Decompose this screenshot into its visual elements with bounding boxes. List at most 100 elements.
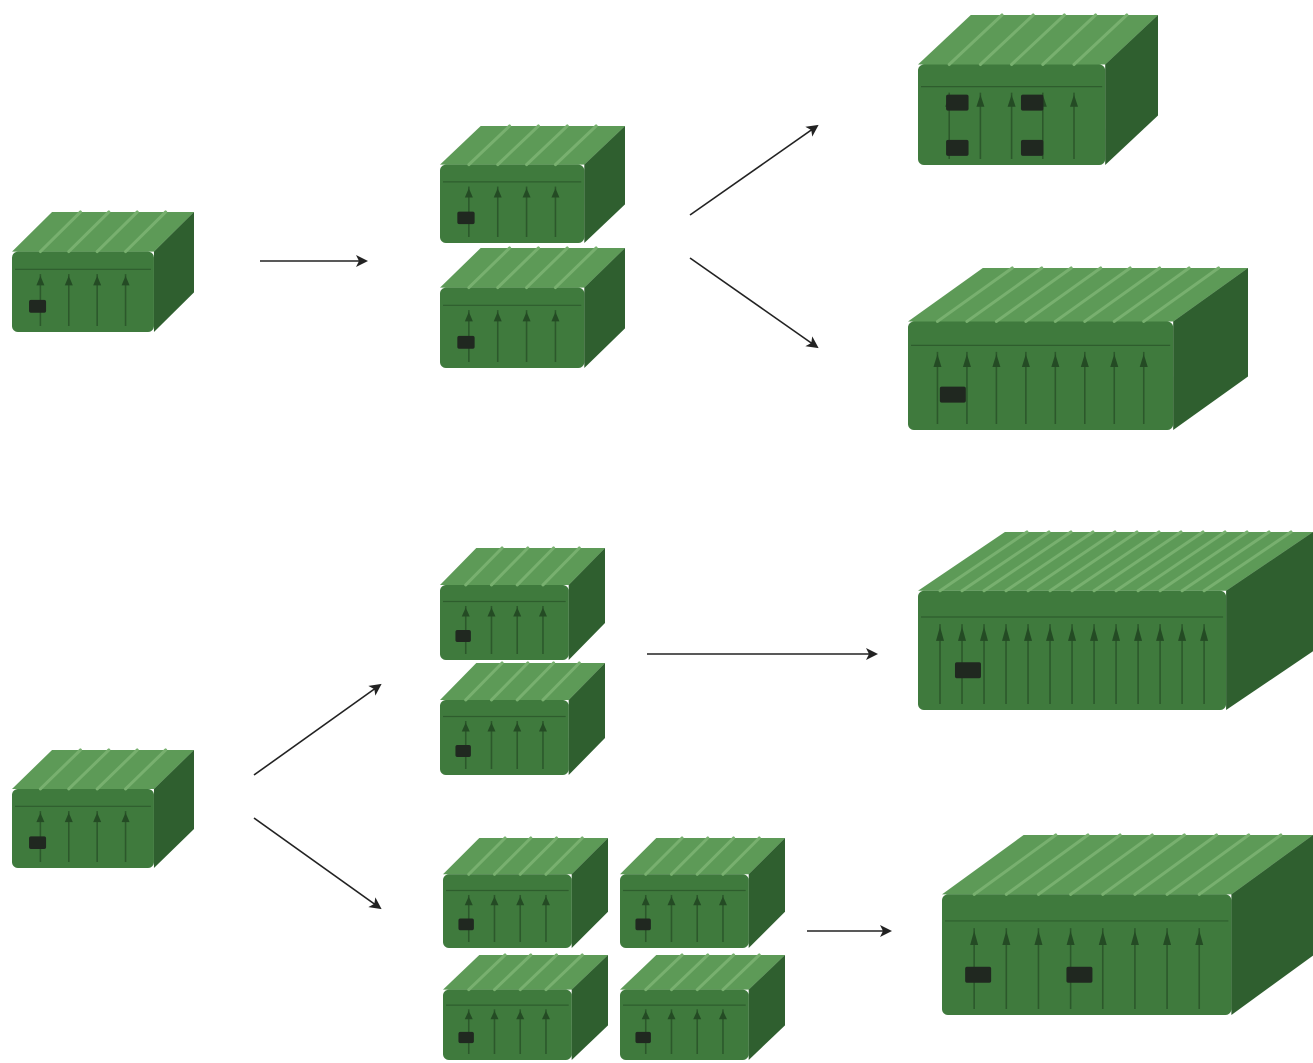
case-pair-top-b-latch xyxy=(464,311,473,322)
case-quad-c-handle xyxy=(458,1031,474,1044)
case-single-bottom-left-latch xyxy=(121,812,130,823)
case-single-top-left-handle xyxy=(29,299,47,313)
case-stacked-double-top-rib xyxy=(1010,13,1066,66)
case-long-double-top-rib xyxy=(1112,266,1191,323)
case-single-top-left-side-face xyxy=(153,212,194,332)
case-single-top-left-top-rib xyxy=(95,210,139,254)
case-quad-d-latch xyxy=(667,1010,676,1020)
case-pair-top-a-latch xyxy=(522,188,531,198)
case-quad-d-latch xyxy=(693,1010,702,1020)
case-quad-b xyxy=(620,836,785,948)
case-single-bottom-left-latch xyxy=(93,812,102,823)
case-quad-a-latch xyxy=(490,896,499,906)
case-large-block-top-rib xyxy=(1036,833,1122,896)
case-large-block-top-rib xyxy=(1069,833,1154,896)
arrow-pair-to-stacked xyxy=(689,124,819,216)
case-pair-top-b-handle xyxy=(457,335,475,349)
case-very-long-top-rib xyxy=(1180,530,1271,593)
case-large-block-top-rib xyxy=(972,833,1058,896)
case-long-double-latch xyxy=(1110,354,1119,368)
case-pair-bottom-a-latch xyxy=(513,607,522,617)
case-pair-top-b-front-face xyxy=(440,287,585,368)
case-quad-b-top-face xyxy=(620,838,785,875)
case-quad-d-top-rib xyxy=(695,953,736,992)
case-quad-a-top-rib xyxy=(467,836,507,876)
case-pair-top-b-top-rib xyxy=(496,246,540,290)
case-quad-c-top-rib xyxy=(518,953,559,992)
case-pair-bottom-a-handle xyxy=(455,629,471,642)
case-quad-b-side-face xyxy=(748,838,785,948)
case-single-top-left-top-rib xyxy=(38,210,82,254)
case-quad-a-latch xyxy=(541,896,550,906)
case-quad-a-latch xyxy=(464,896,473,906)
case-pair-top-a-handle xyxy=(457,211,475,225)
case-pair-top-a-latch xyxy=(493,188,502,198)
case-very-long-latch xyxy=(980,626,989,641)
case-single-bottom-left-top-rib xyxy=(67,748,111,791)
case-large-block-latch xyxy=(1034,930,1043,946)
case-pair-bottom-a-latch xyxy=(487,607,496,617)
case-pair-bottom-b-latch xyxy=(538,722,547,732)
case-pair-bottom-a xyxy=(440,546,605,660)
case-quad-c-top-rib xyxy=(492,953,533,992)
case-very-long-top-rib xyxy=(960,530,1051,593)
case-pair-top-a-latch xyxy=(464,188,473,198)
case-large-block-latch xyxy=(1130,930,1139,946)
case-pair-bottom-b-top-rib xyxy=(489,661,530,702)
case-quad-a-side-face xyxy=(571,838,608,948)
case-single-top-left-latch xyxy=(64,275,73,286)
case-pair-bottom-a-side-face xyxy=(568,548,605,660)
case-quad-d xyxy=(620,953,785,1060)
case-long-double-front-face xyxy=(908,321,1174,430)
case-stacked-double-handle xyxy=(1020,94,1044,111)
case-very-long-top-rib xyxy=(982,530,1073,593)
case-pair-bottom-b-handle xyxy=(455,744,471,757)
case-single-top-left-top-face xyxy=(12,212,194,252)
case-very-long-top-rib xyxy=(1136,530,1227,593)
case-pair-bottom-b-latch xyxy=(513,722,522,732)
case-very-long-top-rib xyxy=(1114,530,1205,593)
case-very-long-latch xyxy=(1002,626,1011,641)
case-large-block-front-face xyxy=(942,894,1232,1015)
case-pair-bottom-a-top-rib xyxy=(541,546,581,587)
case-pair-bottom-a-top-rib xyxy=(489,546,530,587)
case-long-double-handle xyxy=(939,386,966,403)
case-pair-top-b xyxy=(440,246,625,368)
case-long-double-top-rib xyxy=(965,266,1044,323)
case-stacked-double-top-rib xyxy=(947,13,1004,66)
case-pair-top-b-top-rib xyxy=(553,246,598,290)
case-quad-a-top-rib xyxy=(492,836,533,876)
case-quad-d-handle xyxy=(635,1031,651,1044)
case-pair-bottom-b-side-face xyxy=(568,663,605,775)
case-quad-d-top-face xyxy=(620,955,785,990)
case-quad-c-latch xyxy=(490,1010,499,1020)
case-large-block-top-rib xyxy=(1133,833,1219,896)
case-pair-bottom-b-top-rib xyxy=(541,661,581,702)
case-single-bottom-left-top-face xyxy=(12,750,194,789)
case-pair-bottom-b-latch xyxy=(487,722,496,732)
arrow-pair-to-long xyxy=(689,257,819,349)
case-very-long-top-rib xyxy=(1004,530,1095,593)
arrow-single-to-pair-bottom xyxy=(253,683,382,776)
case-stacked-double xyxy=(918,13,1158,165)
case-single-bottom-left-top-rib xyxy=(38,748,82,791)
case-single-top-left-latch xyxy=(93,275,102,286)
case-quad-c-front-face xyxy=(443,989,572,1060)
case-long-double-top-rib xyxy=(1024,266,1103,323)
case-pair-top-b-latch xyxy=(551,311,560,322)
case-quad-c-latch xyxy=(541,1010,550,1020)
case-quad-c-top-face xyxy=(443,955,608,990)
case-quad-d-top-rib xyxy=(669,953,710,992)
case-quad-b-top-rib xyxy=(695,836,736,876)
case-pair-top-a xyxy=(440,124,625,243)
case-very-long-top-rib xyxy=(1092,530,1183,593)
case-pair-bottom-a-top-rib xyxy=(464,546,504,587)
case-very-long-top-rib xyxy=(1202,530,1293,593)
case-stacked-double-side-face xyxy=(1105,15,1158,165)
case-large-block-side-face xyxy=(1231,835,1313,1015)
case-single-top-left-latch xyxy=(121,275,130,286)
case-quad-c-top-rib xyxy=(467,953,507,992)
case-stacked-double-top-rib xyxy=(1072,13,1129,66)
case-very-long-top-rib xyxy=(1070,530,1161,593)
case-large-block-latch xyxy=(970,930,979,946)
